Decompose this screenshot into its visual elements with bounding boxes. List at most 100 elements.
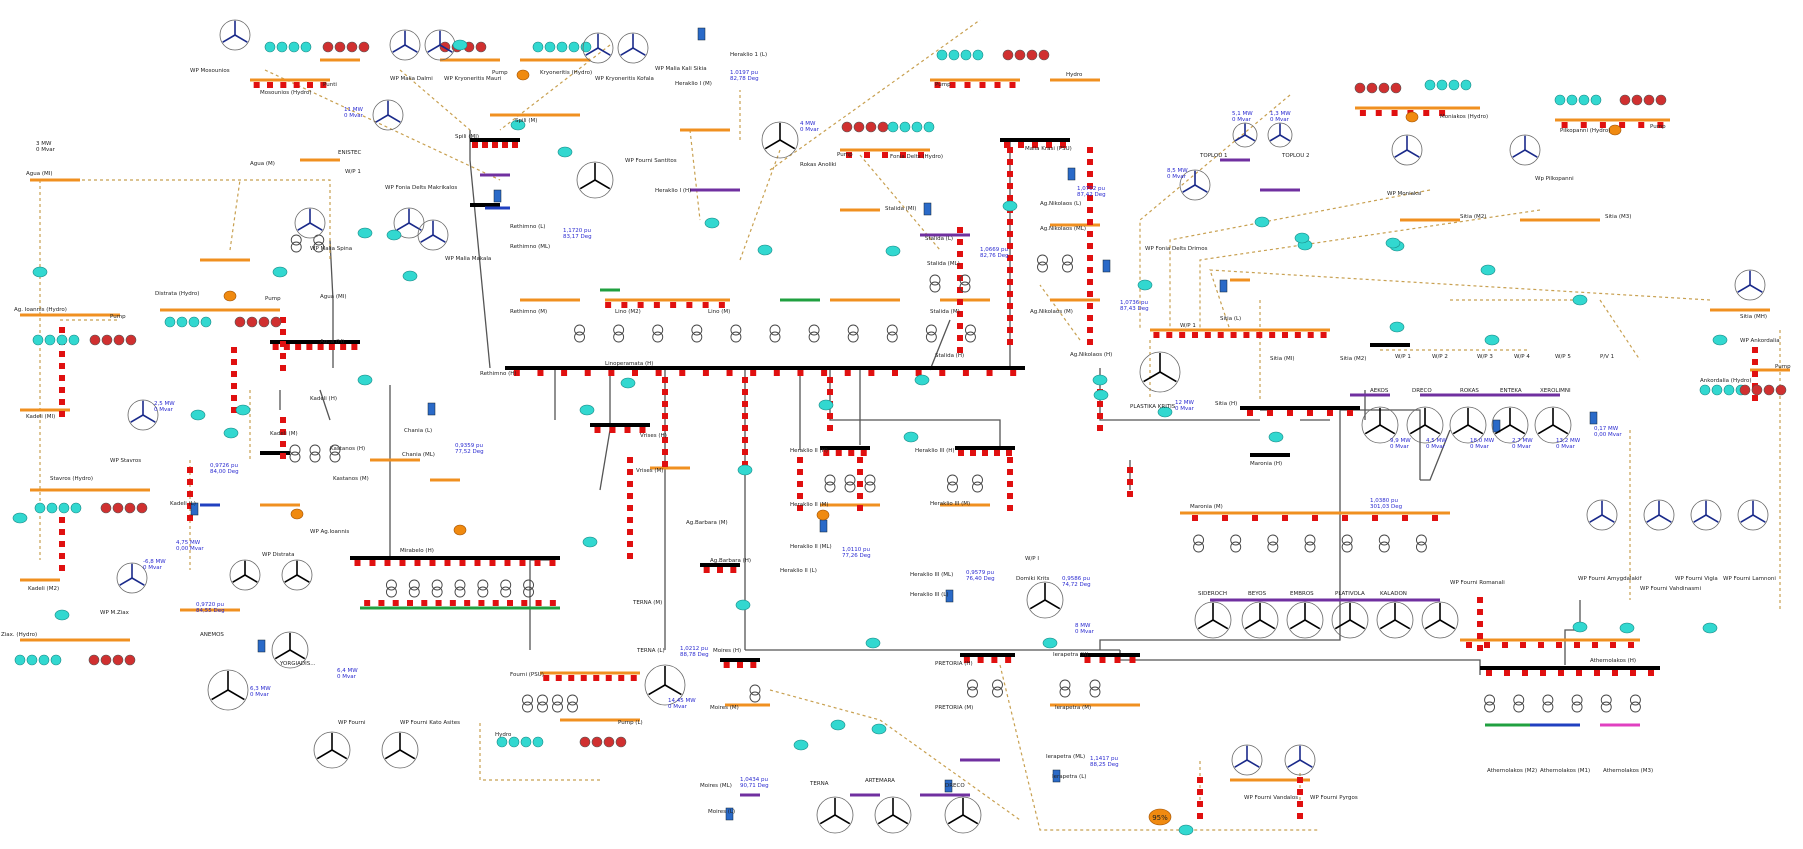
bus-label: Ag. Ioannis (Hydro) (14, 307, 67, 313)
wind-turbine-blade (779, 139, 796, 150)
breaker (655, 370, 662, 376)
pu-value: 1,1720 pu (563, 228, 591, 234)
wind-turbine-ring (1491, 406, 1529, 444)
mw-value: 8 MW (1075, 623, 1091, 629)
load-symbol (1492, 419, 1501, 433)
wind-turbine-ring (1737, 499, 1769, 531)
bus-label: Kadeli (L) (170, 501, 196, 507)
transformer-winding (824, 481, 836, 493)
breaker (1574, 642, 1580, 648)
hydro-generator (911, 121, 923, 133)
breaker (662, 377, 668, 383)
breaker (1179, 332, 1186, 338)
wind-turbine-ring (1139, 351, 1181, 393)
bus-label: Moniakos (Hydro) (1440, 114, 1488, 120)
bus-label: Ierapetra (ML) (1046, 754, 1085, 760)
pump-unit (603, 736, 615, 748)
mvar-value: 0,00 Mvar (176, 546, 204, 552)
breaker (1561, 122, 1568, 128)
breaker (1099, 657, 1106, 663)
wind-turbine-blade (1269, 134, 1281, 142)
load-symbol (493, 189, 502, 203)
hydro-generator (1436, 79, 1448, 91)
wind-turbine-blade (130, 414, 144, 423)
breaker (1294, 332, 1301, 338)
breaker (742, 377, 748, 383)
breaker (750, 662, 757, 668)
breaker (513, 370, 520, 376)
wind-turbine-ring (381, 731, 419, 769)
breaker (827, 413, 833, 419)
breaker (59, 529, 65, 535)
bus-label: Athernolakos (M3) (1603, 768, 1653, 774)
busbars (20, 58, 1790, 797)
wind-turbine-ring (281, 559, 313, 591)
flow-indicator (272, 266, 288, 278)
flow-indicator (510, 119, 526, 131)
hydro-generator (972, 49, 984, 61)
mvar-value: 0 Mvar (337, 674, 357, 680)
breaker (662, 389, 668, 395)
breaker (272, 344, 279, 350)
deg-value: 82,78 Deg (730, 76, 759, 82)
breaker (609, 427, 616, 433)
breaker (378, 600, 385, 606)
flow-indicator-overload (1148, 808, 1172, 826)
transformer-winding (1378, 541, 1390, 553)
mvar-value: 0 Mvar (1175, 406, 1195, 412)
pump-unit (1014, 49, 1026, 61)
bus-label: Vrises (H) (640, 433, 667, 439)
hydro-generator (580, 41, 592, 53)
breaker (59, 327, 65, 333)
wind-turbine-blade (211, 689, 229, 701)
flow-indicators: 95% (12, 39, 1728, 836)
flow-indicator (582, 536, 598, 548)
wind-turbine-ring (874, 796, 912, 834)
breaker (280, 353, 286, 359)
breaker (1087, 171, 1093, 177)
flow-indicator-overload (223, 290, 237, 302)
flow-indicator-overload (453, 524, 467, 536)
breaker (962, 370, 969, 376)
wind-turbine-ring (1643, 499, 1675, 531)
bus-label: Stalida (MI) (885, 206, 916, 212)
breaker (1594, 670, 1600, 676)
breaker (1592, 642, 1598, 648)
flow-indicator (1092, 374, 1108, 386)
mvar-value: 0 Mvar (1167, 174, 1187, 180)
wind-turbine-ring (1376, 601, 1414, 639)
load-symbol (1219, 279, 1228, 293)
breaker (253, 82, 260, 88)
hydro-generator (50, 654, 62, 666)
deg-value: 82,76 Deg (980, 253, 1009, 259)
wind-turbine-blade (1182, 184, 1196, 193)
wind-turbine-ring (617, 32, 649, 64)
breaker (1007, 291, 1013, 297)
bus-label: Stalida (L) (925, 236, 953, 242)
wind-turbine-blade (620, 47, 634, 56)
transformer-winding (844, 481, 856, 493)
wind-turbine-ring (1231, 744, 1263, 776)
wind-turbine-ring (761, 121, 799, 159)
bus-label: WP Malia Spina (310, 246, 352, 252)
wind-turbine-blade (1467, 424, 1484, 435)
breaker (835, 450, 842, 456)
breakers (59, 82, 1758, 819)
voltage-readouts: 1.0197 pu 82,78 Deg 1,1720 pu 83,17 Deg … (196, 70, 1402, 789)
breaker (59, 517, 65, 523)
hydro-generator (1554, 94, 1566, 106)
mvar-value: 0 Mvar (250, 692, 270, 698)
breaker (630, 675, 637, 681)
transformer-winding (1484, 701, 1496, 713)
breaker (369, 560, 376, 566)
breaker (521, 600, 528, 606)
bus-label: WP Fonia Delts Drimos (1145, 246, 1208, 252)
flow-indicator (704, 217, 720, 229)
flow-indicator (1294, 232, 1310, 244)
breaker (537, 370, 544, 376)
wind-turbine-ring (1449, 406, 1487, 444)
breaker (1007, 147, 1013, 153)
pump-unit (1631, 94, 1643, 106)
pump-unit (101, 334, 113, 346)
bus-label: Pump (935, 82, 951, 88)
